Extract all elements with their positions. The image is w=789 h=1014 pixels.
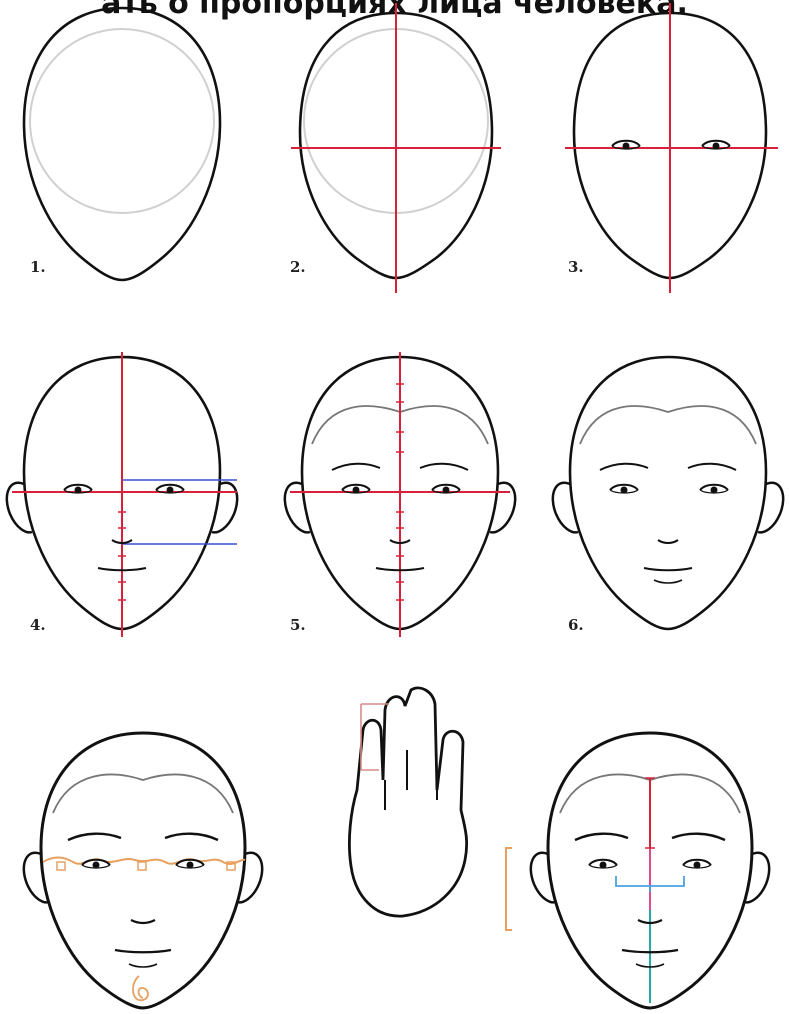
left-eyebrow (600, 464, 648, 470)
step-3-head (565, 3, 778, 293)
right-eye (683, 860, 711, 869)
cranium-guide-circle (30, 29, 214, 213)
left-eye (612, 141, 640, 150)
hand-drawing (349, 688, 466, 916)
left-eye (82, 860, 110, 869)
left-eye (589, 860, 617, 869)
right-eye (702, 141, 730, 150)
hairline (53, 775, 233, 813)
step-4-label: 4. (30, 616, 46, 634)
step-1-label: 1. (30, 258, 46, 276)
mouth (644, 568, 692, 570)
step-6-label: 6. (568, 616, 584, 634)
left-eyebrow (332, 464, 380, 470)
right-eye (156, 485, 184, 494)
right-eyebrow (672, 834, 725, 840)
right-eye (700, 485, 728, 494)
step-5-head (285, 352, 515, 637)
right-eyebrow (688, 464, 736, 470)
head-outline (24, 8, 220, 280)
eye-width-measure-line (43, 858, 245, 864)
right-eye (176, 860, 204, 869)
eye-spacing-head (24, 733, 262, 1008)
left-eyebrow (68, 834, 121, 840)
left-eye (342, 485, 370, 494)
right-eyebrow (165, 834, 218, 840)
left-eye (610, 485, 638, 494)
right-eye (432, 485, 460, 494)
lower-lip (654, 580, 682, 583)
mouth (115, 950, 171, 952)
left-eye (64, 485, 92, 494)
right-eyebrow (420, 464, 468, 470)
left-eyebrow (575, 834, 628, 840)
step-2-head (291, 3, 501, 293)
hairline (580, 406, 756, 444)
step-3-label: 3. (568, 258, 584, 276)
step-6-head (553, 357, 783, 629)
nose (131, 920, 155, 923)
lower-lip (129, 964, 157, 967)
step-4-head (7, 352, 237, 637)
hand-outline (349, 688, 466, 916)
nose (658, 540, 678, 543)
ear-height-bracket (506, 848, 512, 930)
step-2-label: 2. (290, 258, 306, 276)
step-1-head (24, 8, 220, 280)
finger-lines (385, 750, 437, 810)
head-outline (570, 357, 766, 629)
proportion-head (506, 733, 769, 1008)
chin-measure-mark (133, 976, 148, 1000)
step-5-label: 5. (290, 616, 306, 634)
